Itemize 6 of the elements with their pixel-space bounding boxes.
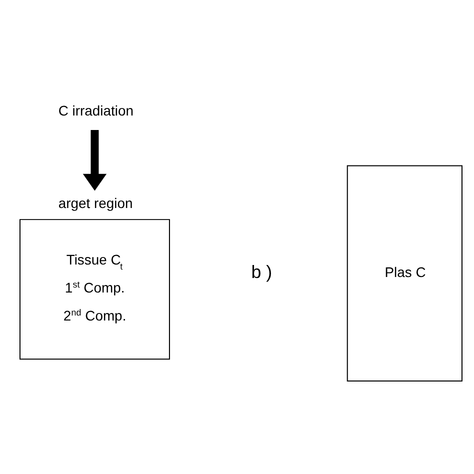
arrow	[82, 129, 107, 190]
node-text: C irradiation	[58, 102, 134, 118]
label: b )	[251, 261, 272, 282]
node-box: Tissue C$_{t}$ 1$^{st}$ Comp. 2$^{nd}$ Comp.	[19, 218, 170, 360]
node-box: Plas C	[346, 164, 462, 382]
node-label: arget region	[58, 194, 133, 210]
